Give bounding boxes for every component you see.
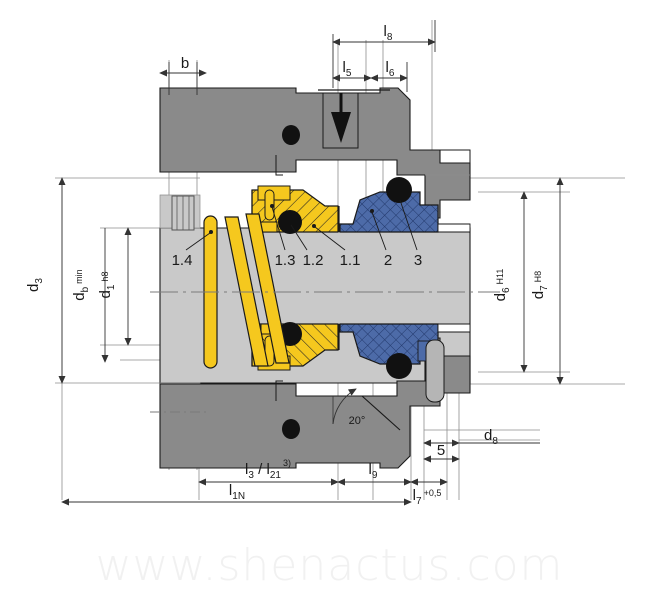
left-dimension-labels: d3 dbmin d1h8	[25, 269, 117, 300]
oring-housing-lower	[282, 419, 300, 439]
retaining-clip	[171, 195, 195, 231]
dim-label-d1: d1h8	[97, 272, 117, 299]
oring-housing-upper	[282, 125, 300, 145]
seat-relief-lower	[437, 323, 471, 333]
flow-direction-arrow	[331, 93, 351, 143]
housing-upper	[159, 87, 471, 219]
seat-relief-upper	[437, 223, 471, 233]
locating-pin-lower	[425, 339, 445, 403]
dim-label-l8: l8	[384, 23, 393, 43]
part-label-1-1: 1.1	[340, 252, 361, 269]
dim-label-l9: l9	[369, 461, 378, 481]
seal-assembly-upper	[251, 177, 471, 234]
part-label-2: 2	[384, 252, 392, 269]
oring-rotating-upper	[278, 210, 302, 234]
part-label-1-2: 1.2	[303, 252, 324, 269]
dim-label-l1N: l1N	[229, 482, 245, 502]
right-dimension-lines	[520, 177, 564, 385]
dim-label-5: 5	[437, 442, 445, 459]
leader-lines	[185, 199, 418, 251]
dim-label-b: b	[181, 55, 189, 72]
bottom-dimension-lines	[61, 439, 540, 506]
dim-label-l6: l6	[386, 59, 395, 79]
dim-label-l5: l5	[343, 59, 352, 79]
left-dimension-lines	[58, 177, 132, 384]
oring-seat-upper	[386, 177, 412, 203]
dim-label-db: dbmin	[71, 269, 91, 300]
dim-label-d6: d6H11	[492, 269, 512, 302]
part-number-labels: 1.4 1.3 1.2 1.1 2 3	[172, 252, 423, 269]
angle-annotation: 20°	[332, 388, 366, 427]
part-label-1-3: 1.3	[275, 252, 296, 269]
dim-label-d7: d7H8	[530, 271, 550, 299]
bottom-dimension-labels: l3 / l213) l9 5 l1N l7+0,5 d8	[229, 427, 498, 507]
stationary-seat-upper	[339, 191, 439, 233]
top-dimension-lines	[159, 20, 436, 95]
right-dimension-labels: d6H11 d7H8	[492, 269, 550, 302]
oring-seat-lower	[386, 353, 412, 379]
top-dimension-labels: b l5 l6 l8	[181, 23, 395, 79]
part-label-3: 3	[414, 252, 422, 269]
dim-label-d8: d8	[484, 427, 498, 447]
drive-pin-upper	[264, 189, 275, 221]
dim-label-l3-l21: l3 / l213)	[245, 458, 291, 481]
part-label-1-4: 1.4	[172, 252, 193, 269]
angle-label-20: 20°	[349, 415, 366, 427]
dim-label-l7: l7+0,5	[413, 487, 442, 507]
dim-label-d3: d3	[25, 278, 45, 292]
